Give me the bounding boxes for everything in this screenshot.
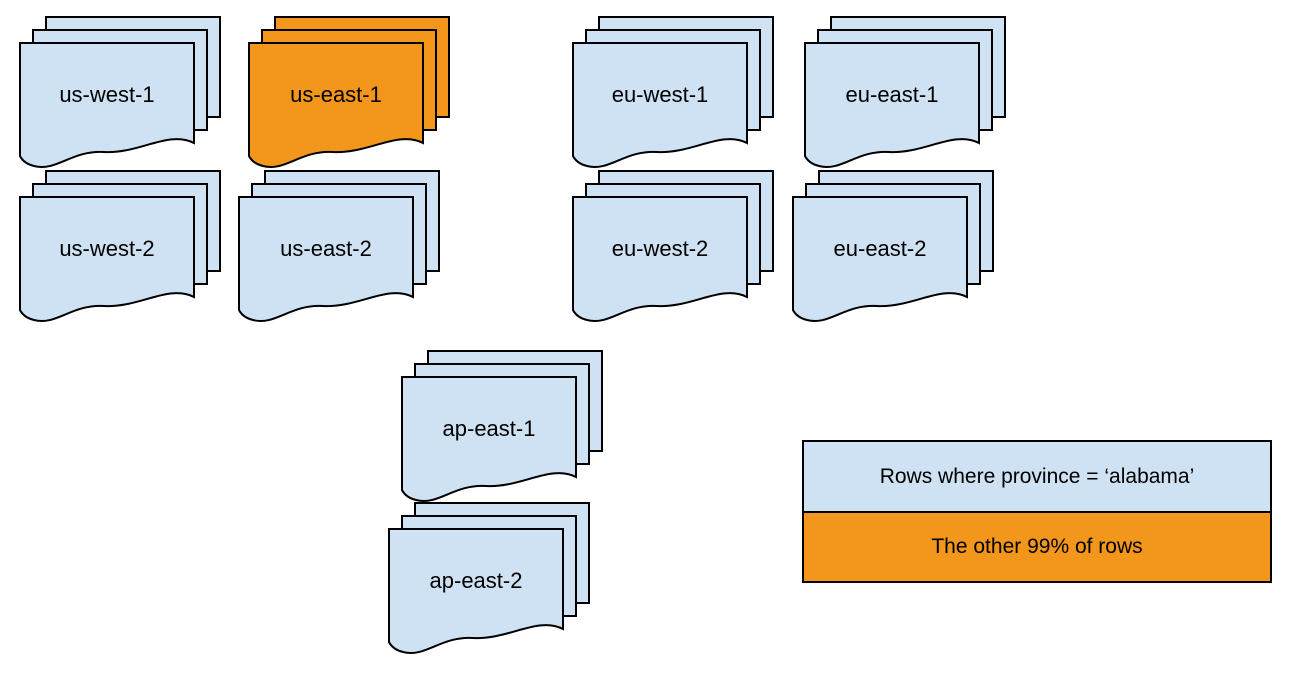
document-stack-icon [19, 170, 221, 323]
document-stack-icon [238, 170, 440, 323]
region-stack-ap-east-2: ap-east-2 [388, 502, 592, 660]
legend-label-alabama-rows: Rows where province = ‘alabama’ [879, 464, 1195, 488]
legend-item-alabama-rows: Rows where province = ‘alabama’ [804, 442, 1270, 513]
region-stack-us-west-2: us-west-2 [19, 170, 223, 328]
region-stack-us-east-2: us-east-2 [238, 170, 442, 328]
legend-label-other-rows: The other 99% of rows [931, 535, 1143, 558]
region-stack-us-west-1: us-west-1 [19, 16, 223, 174]
region-stack-us-east-1: us-east-1 [248, 16, 452, 174]
document-stack-icon [19, 16, 221, 169]
document-stack-icon [248, 16, 450, 169]
document-stack-icon [401, 350, 603, 503]
document-stack-icon [388, 502, 590, 655]
region-stack-eu-east-2: eu-east-2 [792, 170, 996, 328]
document-stack-icon [572, 16, 774, 169]
document-stack-icon [572, 170, 774, 323]
region-stack-ap-east-1: ap-east-1 [401, 350, 605, 508]
region-stack-eu-west-1: eu-west-1 [572, 16, 776, 174]
document-stack-icon [804, 16, 1006, 169]
document-stack-icon [792, 170, 994, 323]
region-stack-eu-east-1: eu-east-1 [804, 16, 1008, 174]
legend-item-other-rows: The other 99% of rows [804, 513, 1270, 581]
region-stack-eu-west-2: eu-west-2 [572, 170, 776, 328]
legend: Rows where province = ‘alabama’ The othe… [802, 440, 1272, 583]
